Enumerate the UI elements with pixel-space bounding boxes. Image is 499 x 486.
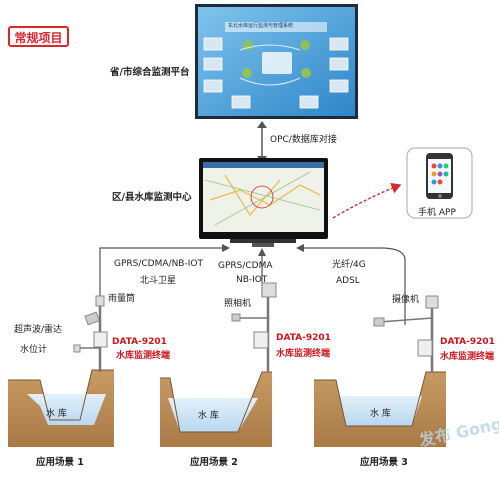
- phone-app: [406, 147, 473, 219]
- terminal-model-3: DATA-9201: [440, 337, 495, 347]
- left-link-line1: GPRS/CDMA/NB-IOT: [114, 259, 203, 269]
- level-sensor-label-1: 超声波/雷达: [14, 325, 63, 335]
- mid-link-line1: GPRS/CDMA: [218, 261, 273, 271]
- terminal-model-1: DATA-9201: [112, 337, 167, 347]
- scene-label-2: 应用场景 2: [190, 457, 238, 468]
- section-tag: 常规项目: [8, 26, 69, 47]
- center-label: 区/县水库监测中心: [112, 192, 192, 203]
- camera-label: 摄像机: [392, 295, 420, 305]
- level-sensor-label-2: 水位计: [20, 345, 48, 355]
- platform-screen-title: 东北水库运行监测与管理系统: [228, 23, 294, 29]
- opc-link-label: OPC/数据库对接: [270, 135, 337, 145]
- station-2: [231, 282, 277, 372]
- right-link-line2: ADSL: [336, 276, 360, 286]
- terminal-name-3: 水库监测终端: [440, 352, 495, 362]
- reservoir-3: [314, 371, 446, 447]
- app-push-arrow: [332, 182, 402, 219]
- scene-label-3: 应用场景 3: [360, 457, 408, 468]
- station-3: [373, 295, 439, 372]
- camera-box-label: 照相机: [224, 299, 252, 309]
- monitor-center: [199, 158, 328, 247]
- mid-link-line2: NB-IOT: [236, 275, 268, 285]
- opc-link-arrow: [257, 121, 267, 163]
- reservoir-label-2: 水 库: [198, 411, 219, 421]
- reservoir-label-1: 水 库: [46, 409, 67, 419]
- rain-gauge-label: 雨量筒: [108, 294, 136, 304]
- terminal-name-2: 水库监测终端: [276, 349, 331, 359]
- terminal-model-2: DATA-9201: [276, 333, 331, 343]
- station-1: [73, 295, 108, 372]
- platform-label: 省/市综合监测平台: [110, 67, 190, 78]
- terminal-name-1: 水库监测终端: [116, 351, 171, 361]
- phone-label: 手机 APP: [418, 208, 456, 218]
- reservoir-label-3: 水 库: [370, 409, 391, 419]
- right-link-line1: 光纤/4G: [332, 260, 366, 270]
- reservoir-2: [160, 371, 272, 447]
- platform-screen: [195, 4, 358, 119]
- reservoir-1: [8, 369, 114, 447]
- scene-label-1: 应用场景 1: [36, 457, 84, 468]
- left-link-line2: 北斗卫星: [140, 276, 177, 286]
